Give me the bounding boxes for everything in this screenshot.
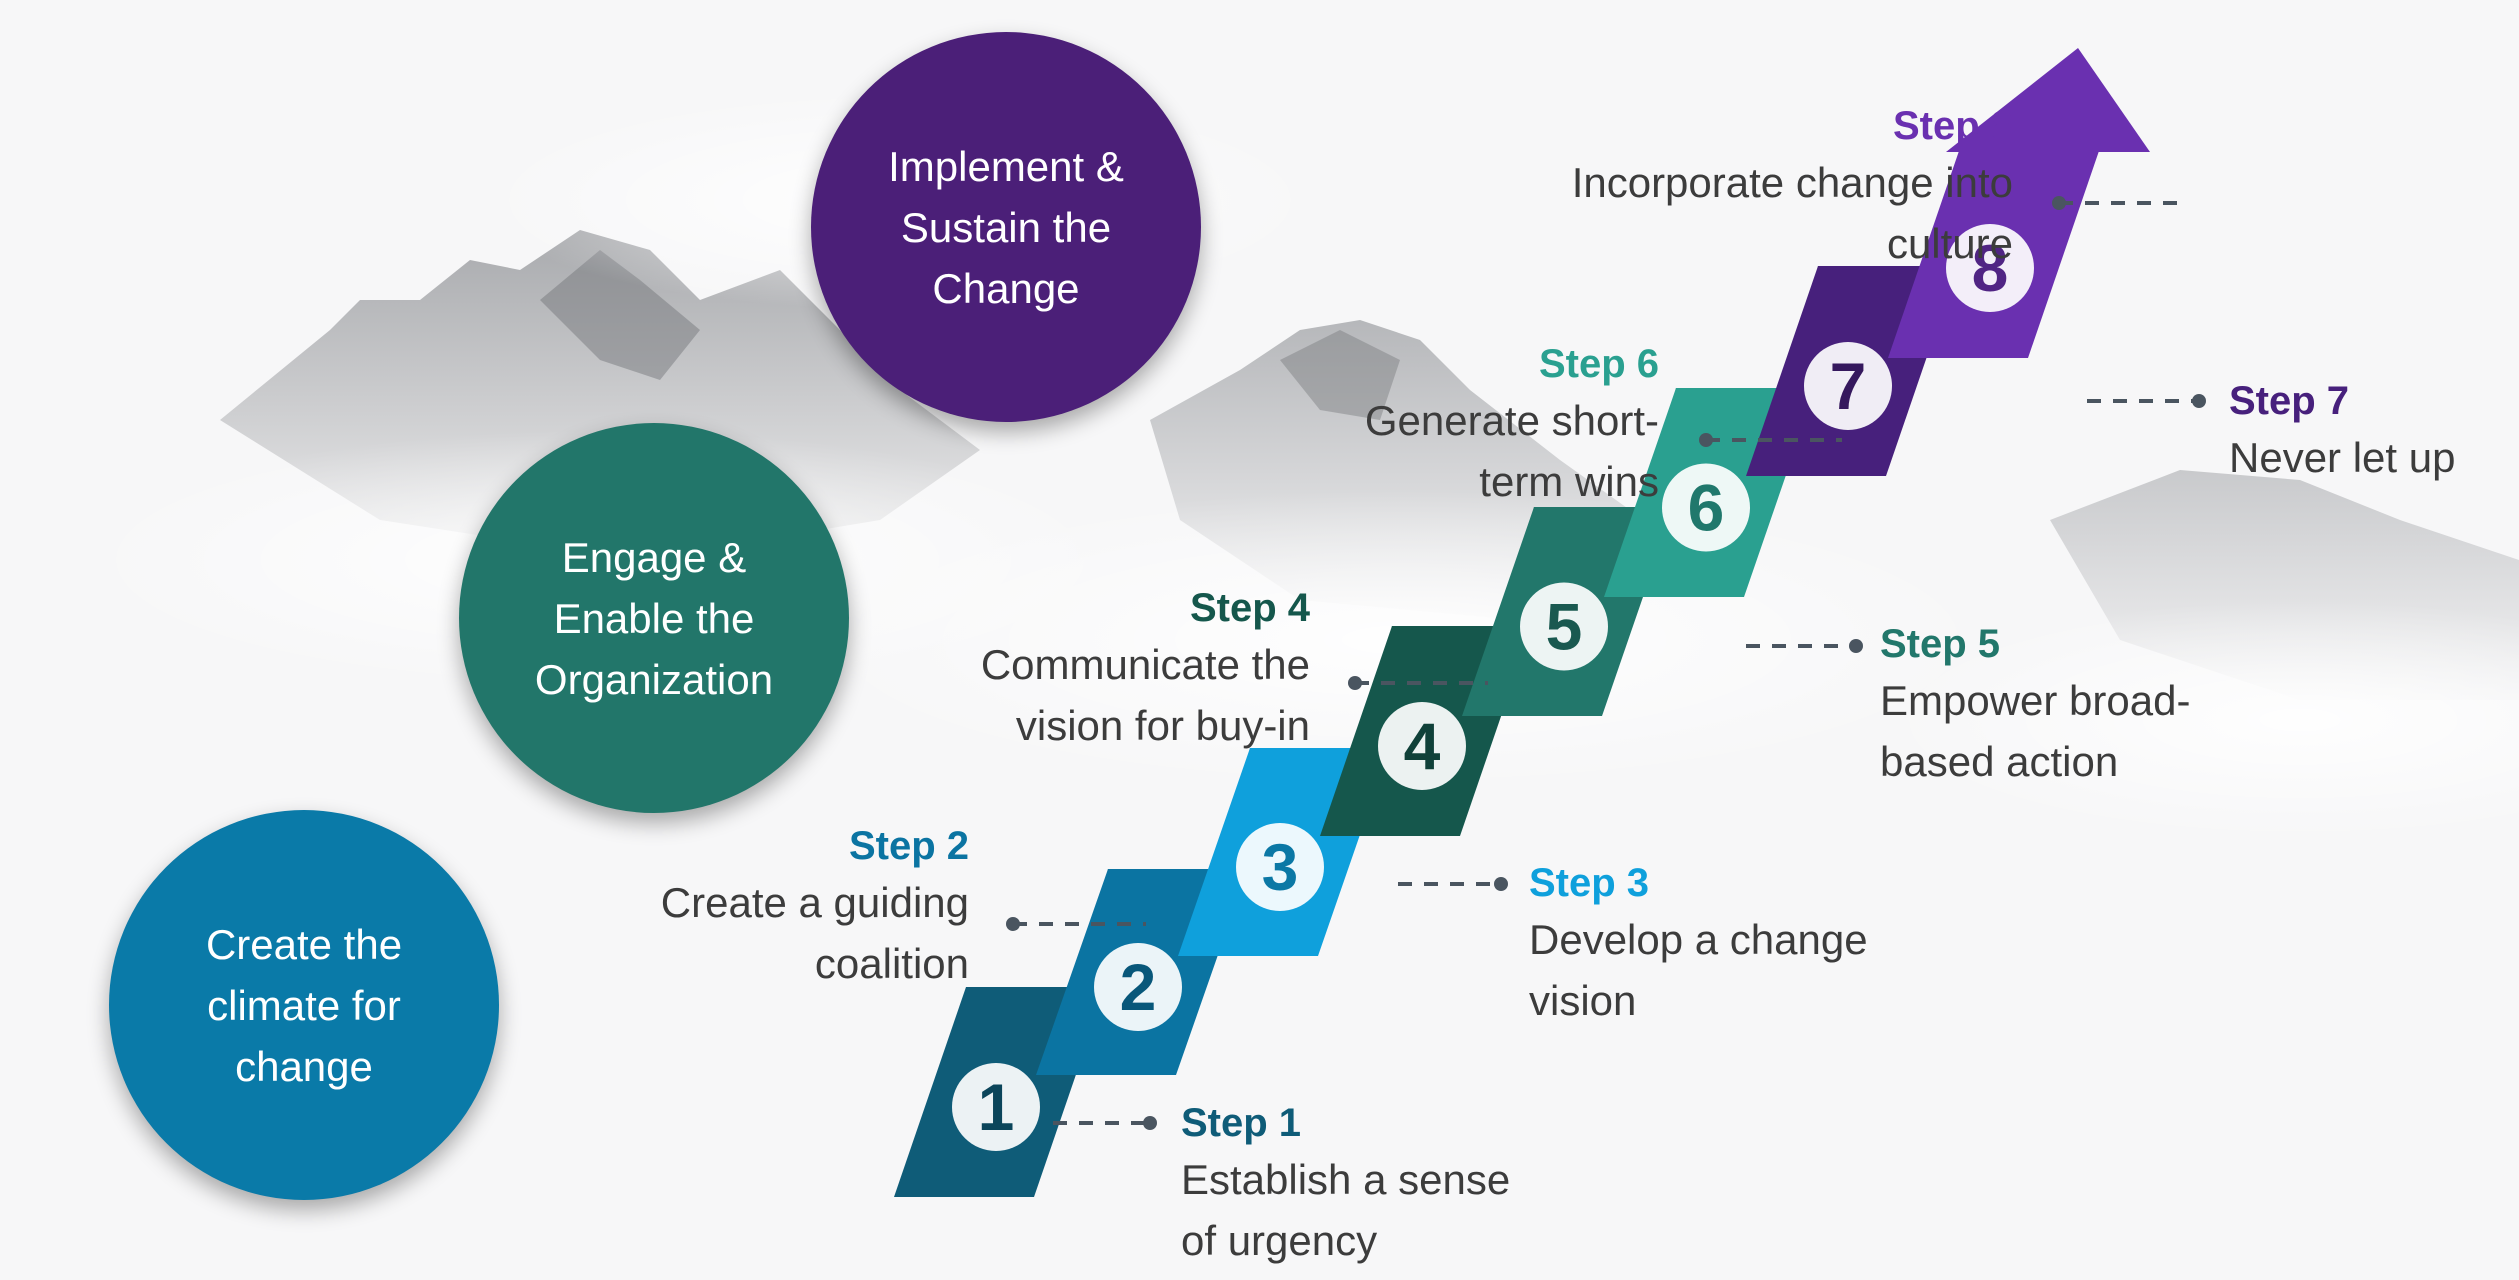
step-3-badge (1236, 823, 1324, 911)
step-7-number: 7 (1830, 349, 1867, 423)
step-8-label: Step 8 Incorporate change into culture (1572, 100, 2013, 274)
step-2-badge (1094, 943, 1182, 1031)
arrow-head (1946, 48, 2150, 152)
step-7-description: Never let up (2229, 434, 2456, 481)
step-6-number: 6 (1688, 471, 1725, 545)
step-4-title: Step 4 (1189, 586, 1310, 630)
step-8-title: Step 8 (1892, 104, 2013, 148)
step-4-label: Step 4 Communicate the vision for buy-in (981, 582, 1310, 756)
step-8-connector-dot (2052, 196, 2066, 210)
step-7-badge (1804, 342, 1892, 430)
step-6-title: Step 6 (1538, 342, 1659, 386)
step-8-description: Incorporate change into culture (1571, 159, 2013, 267)
step-3-number: 3 (1262, 830, 1299, 904)
step-2-connector-dot (1006, 917, 1020, 931)
step-1-number: 1 (978, 1070, 1015, 1144)
step-2-title: Step 2 (848, 824, 969, 868)
phase-label: Engage & Enable the Organization (534, 533, 774, 703)
step-4-badge (1378, 702, 1466, 790)
step-8-badge (1946, 224, 2034, 312)
step-3-connector-dot (1494, 877, 1508, 891)
step-6-badge (1662, 463, 1750, 552)
step-6-description: Generate short- term wins (1364, 397, 1659, 505)
step-5-description: Empower broad- based action (1880, 677, 2191, 785)
step-2-label: Step 2 Create a guiding coalition (661, 820, 969, 994)
phase-circle-climate: Create the climate for change (109, 810, 499, 1200)
step-6-label: Step 6 Generate short- term wins (1365, 338, 1659, 512)
step-3-description: Develop a change vision (1529, 916, 1868, 1024)
phase-circle-implement: Implement & Sustain the Change (811, 32, 1201, 422)
step-3-label: Step 3 Develop a change vision (1529, 857, 1868, 1031)
step-7-connector-dot (2192, 394, 2206, 408)
step-5-connector-dot (1849, 639, 1863, 653)
step-1-connector-dot (1143, 1116, 1157, 1130)
phase-circle-engage: Engage & Enable the Organization (459, 423, 849, 813)
step-7-title: Step 7 (2229, 379, 2350, 423)
step-2-number: 2 (1120, 950, 1157, 1024)
step-4-number: 4 (1404, 709, 1441, 783)
step-4-connector-dot (1348, 676, 1362, 690)
step-1-description: Establish a sense of urgency (1181, 1156, 1511, 1264)
step-5-label: Step 5 Empower broad- based action (1880, 618, 2190, 792)
step-2-description: Create a guiding coalition (660, 879, 969, 987)
step-4-description: Communicate the vision for buy-in (980, 641, 1310, 749)
step-8-number: 8 (1972, 231, 2009, 305)
phase-label: Create the climate for change (205, 920, 403, 1090)
step-5-badge (1520, 582, 1608, 671)
step-7-label: Step 7 Never let up (2229, 375, 2455, 488)
phase-label: Implement & Sustain the Change (888, 142, 1124, 312)
step-5-number: 5 (1546, 590, 1583, 664)
step-1-title: Step 1 (1181, 1101, 1302, 1145)
step-6-connector-dot (1699, 433, 1713, 447)
step-5-title: Step 5 (1880, 622, 2001, 666)
step-1-label: Step 1 Establish a sense of urgency (1181, 1097, 1510, 1271)
step-3-title: Step 3 (1529, 861, 1650, 905)
step-1-badge (952, 1063, 1040, 1151)
